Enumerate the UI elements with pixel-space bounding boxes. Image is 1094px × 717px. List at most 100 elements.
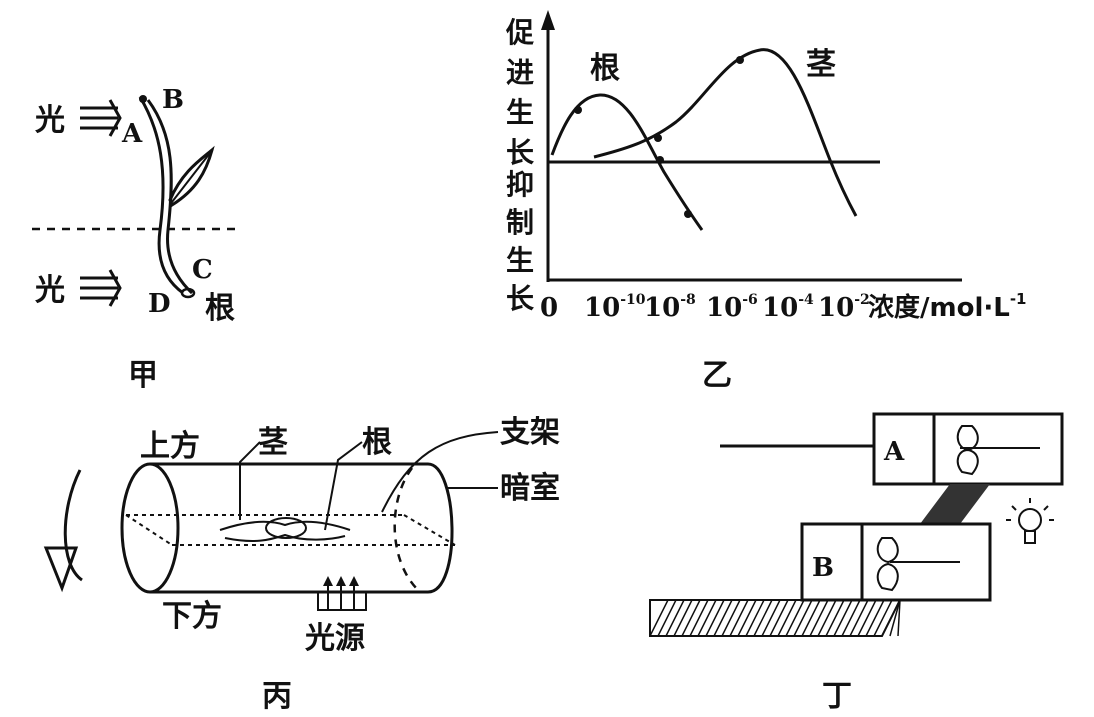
hatch-line <box>793 599 813 637</box>
seedling-b-top <box>876 537 899 564</box>
hatch-line <box>697 599 717 637</box>
root-leader <box>324 441 363 531</box>
hatch-line <box>673 599 693 637</box>
series-root <box>550 93 704 231</box>
hatch-line <box>665 599 685 637</box>
seedling-right-edge <box>146 99 194 295</box>
y-label-inhibit-char: 长 <box>506 282 534 315</box>
y-label-inhibit-char: 生 <box>506 244 534 277</box>
hatch-line <box>745 599 765 637</box>
label-box-b: B <box>812 553 834 583</box>
hatch-line <box>849 599 869 637</box>
seedling-a-top <box>956 425 979 452</box>
leaf <box>168 145 215 208</box>
hatch-line <box>761 599 781 637</box>
x-tick-zero: 0 <box>540 293 558 323</box>
hatch-line <box>649 599 669 637</box>
hatch-line <box>809 599 829 637</box>
point-stem-1 <box>654 134 662 142</box>
curve-label-root: 根 <box>590 51 620 86</box>
hatch-line <box>801 599 821 637</box>
point-root-3 <box>684 210 692 218</box>
x-tick-label: 10-4 <box>762 292 814 323</box>
hatch-line <box>825 599 845 637</box>
hinge-link <box>920 484 990 524</box>
hatch-line <box>769 599 789 637</box>
y-label-promote-char: 进 <box>506 56 534 89</box>
hatch-line <box>705 599 725 637</box>
caption-jia: 甲 <box>128 358 158 393</box>
cylinder-left-end <box>120 462 180 594</box>
hatch-line <box>721 599 741 637</box>
light-label-top: 光 <box>35 103 65 138</box>
seedling-left-edge <box>138 96 184 295</box>
hatch-line <box>873 599 893 637</box>
hatch-line <box>841 599 861 637</box>
point-root-2 <box>656 156 664 164</box>
x-tick-label: 10-8 <box>644 292 696 323</box>
panel-bing: 上方 茎 根 支架 暗室 下方 光源 丙 <box>43 415 560 714</box>
hatch-line <box>729 599 749 637</box>
y-axis-arrow <box>541 10 555 30</box>
cylinder-inner-dashed <box>393 467 419 591</box>
panel-jia: 光 光 B A C D 根 甲 <box>32 85 240 393</box>
stem-leader <box>239 441 261 520</box>
label-box-a: A <box>883 437 905 467</box>
point-root-1 <box>574 106 582 114</box>
bracket-leader <box>381 431 499 513</box>
hatch-line <box>657 599 677 637</box>
x-tick-label: 10-10 <box>584 292 646 323</box>
panel-ding: A B 丁 <box>649 412 1064 714</box>
label-top: 上方 <box>140 429 200 464</box>
hatch-line <box>881 599 901 637</box>
ground-hatched <box>649 599 902 637</box>
hatch-line <box>753 599 773 637</box>
bulb-icon <box>1006 498 1054 544</box>
hatch-line <box>777 599 797 637</box>
label-c: C <box>192 255 213 285</box>
caption-ding: 丁 <box>822 679 852 714</box>
label-root: 根 <box>205 291 235 326</box>
y-label-inhibit-char: 制 <box>506 206 534 239</box>
cylinder-right-end <box>427 462 454 594</box>
seedling-a-bottom <box>956 448 979 476</box>
x-tick-label: 10-6 <box>706 292 758 323</box>
label-dark-room: 暗室 <box>500 471 560 506</box>
rotation-arrow-head <box>43 546 79 593</box>
label-root: 根 <box>362 425 392 460</box>
y-label-promote-char: 长 <box>506 136 534 169</box>
root-tip <box>180 287 196 299</box>
hatch-line <box>817 599 837 637</box>
hatch-line <box>737 599 757 637</box>
label-light-source: 光源 <box>305 621 365 656</box>
light-label-bottom: 光 <box>35 273 65 308</box>
label-a: A <box>121 119 143 149</box>
label-bracket: 支架 <box>500 415 560 450</box>
caption-bing: 丙 <box>262 679 292 714</box>
light-arrows-bottom <box>80 269 122 307</box>
plant-on-support <box>219 520 351 531</box>
rotation-arrow <box>63 469 83 582</box>
label-stem: 茎 <box>258 425 288 460</box>
label-d: D <box>148 289 171 319</box>
y-label-inhibit-char: 抑 <box>506 168 534 201</box>
point-stem-2 <box>736 56 744 64</box>
light-arrows-top <box>80 99 122 137</box>
hatch-line <box>681 599 701 637</box>
seedling-b-bottom <box>876 562 899 592</box>
hatch-line <box>857 599 877 637</box>
light-source-arrows <box>323 576 359 610</box>
x-tick-label: 10-2 <box>818 292 870 323</box>
tip-dot <box>139 95 147 103</box>
hatch-line <box>889 599 901 637</box>
caption-yi: 乙 <box>702 358 732 393</box>
hatch-line <box>713 599 733 637</box>
y-label-promote-char: 促 <box>505 16 534 49</box>
x-unit: 浓度/mol·L-1 <box>868 290 1026 323</box>
curve-label-stem: 茎 <box>806 47 836 82</box>
